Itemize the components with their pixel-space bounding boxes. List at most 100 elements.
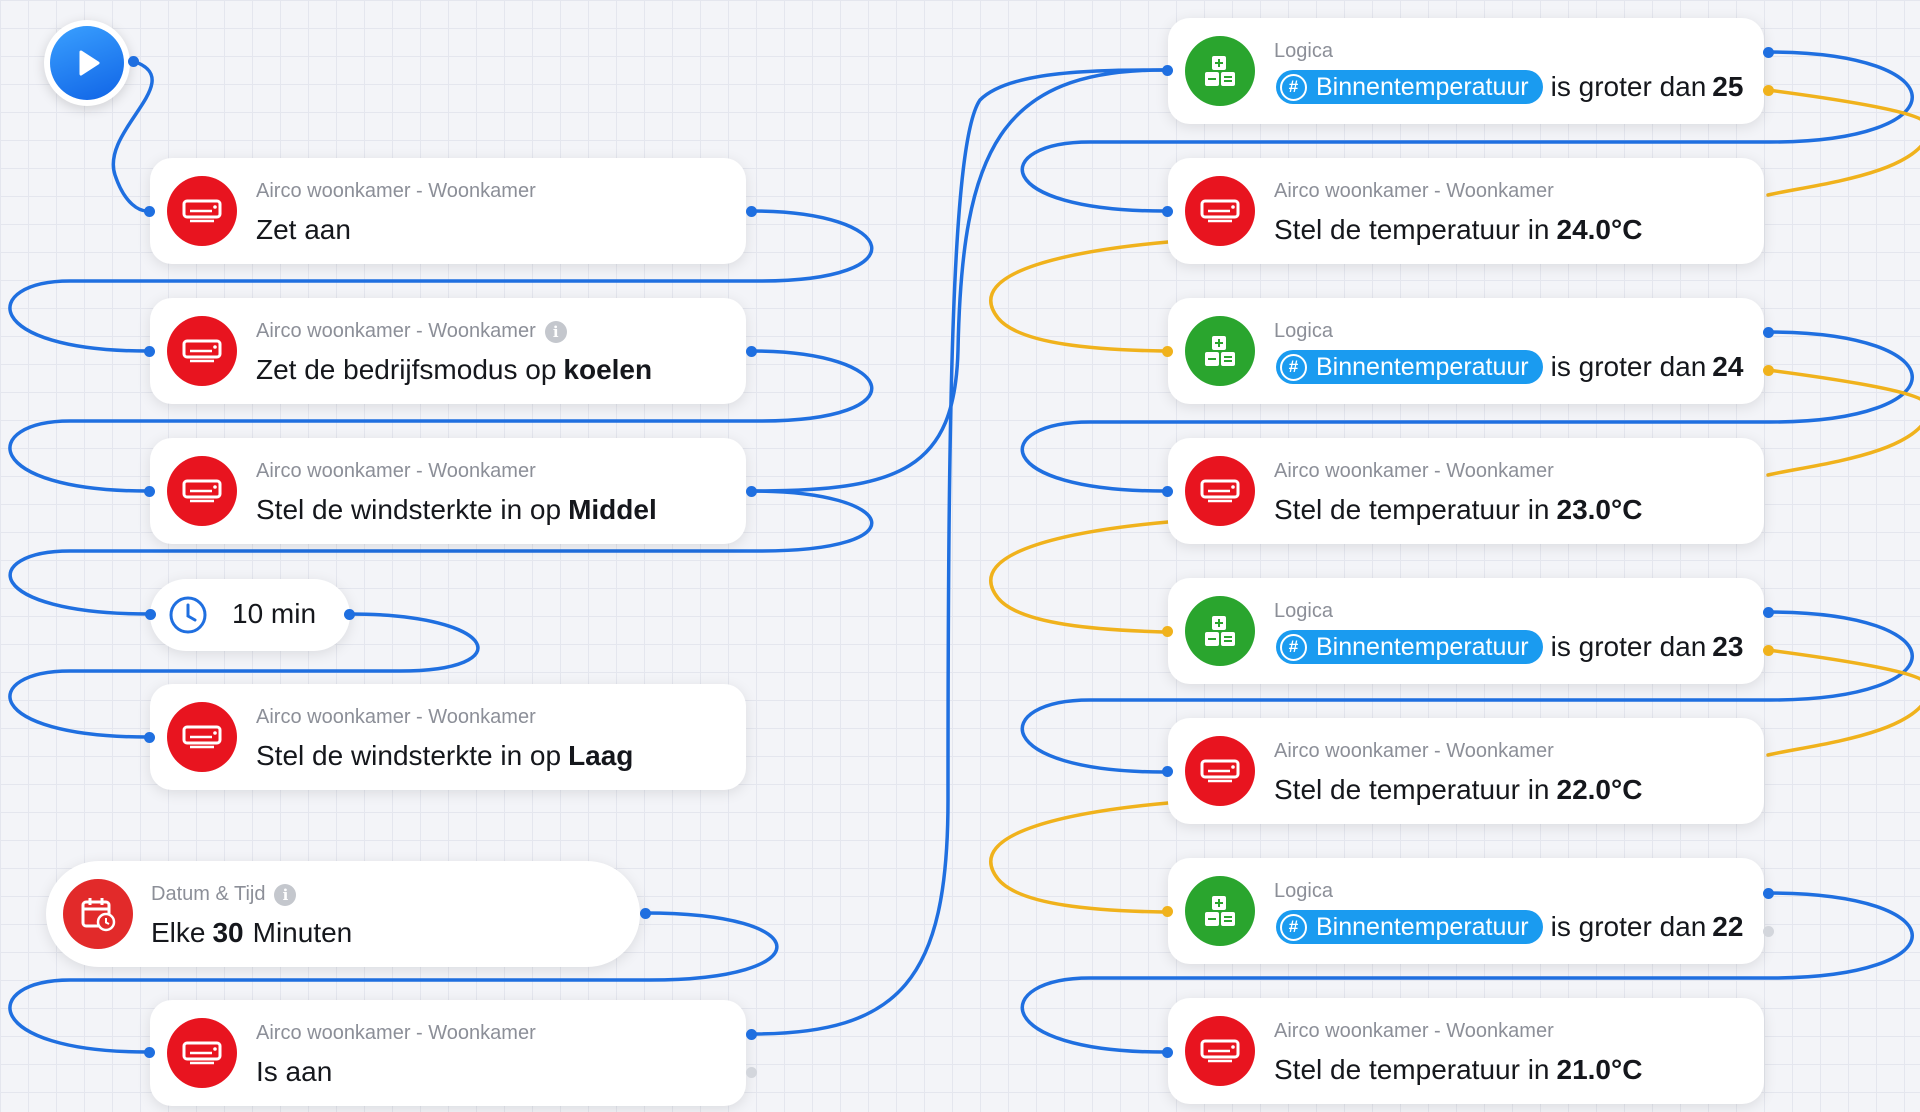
input-port[interactable] <box>1162 1047 1173 1058</box>
input-port[interactable] <box>1162 906 1173 917</box>
air-conditioner-icon <box>1185 176 1255 246</box>
air-conditioner-icon <box>167 456 237 526</box>
info-icon[interactable]: i <box>544 320 567 343</box>
node-device-label: Airco woonkamer - Woonkamer <box>1274 180 1554 202</box>
air-conditioner-icon <box>1185 1016 1255 1086</box>
input-port[interactable] <box>1162 766 1173 777</box>
action-node-turn-on[interactable]: Airco woonkamer - Woonkamer Zet aan <box>150 158 746 264</box>
start-output-port[interactable] <box>128 56 139 67</box>
output-port[interactable] <box>344 609 355 620</box>
node-type-label: Logica <box>1274 600 1333 622</box>
node-device-label: Airco woonkamer - Woonkamer <box>1274 1020 1554 1042</box>
action-node-temp-22[interactable]: Airco woonkamer - Woonkamer Stel de temp… <box>1168 718 1764 824</box>
delay-duration: 10 min <box>232 598 317 629</box>
output-port-true[interactable] <box>746 1029 757 1040</box>
output-port-true[interactable] <box>1763 888 1774 899</box>
air-conditioner-icon <box>167 1018 237 1088</box>
input-port[interactable] <box>1162 626 1173 637</box>
node-device-label: Airco woonkamer - Woonkamer <box>1274 460 1554 482</box>
action-node-temp-23[interactable]: Airco woonkamer - Woonkamer Stel de temp… <box>1168 438 1764 544</box>
node-action-text: Zet aan <box>256 214 351 245</box>
calculator-icon <box>1185 36 1255 106</box>
input-port[interactable] <box>1162 346 1173 357</box>
air-conditioner-icon <box>167 702 237 772</box>
action-node-temp-24[interactable]: Airco woonkamer - Woonkamer Stel de temp… <box>1168 158 1764 264</box>
variable-pill: #Binnentemperatuur <box>1276 630 1543 664</box>
node-type-label: Logica <box>1274 320 1333 342</box>
output-port[interactable] <box>640 908 651 919</box>
clock-icon <box>169 596 207 634</box>
air-conditioner-icon <box>167 176 237 246</box>
output-port-true[interactable] <box>1763 47 1774 58</box>
node-device-label: Airco woonkamer - Woonkamer <box>256 180 536 202</box>
hash-icon: # <box>1280 353 1307 381</box>
info-icon[interactable]: i <box>274 883 297 906</box>
input-port[interactable] <box>1162 206 1173 217</box>
variable-pill: #Binnentemperatuur <box>1276 910 1543 944</box>
output-port[interactable] <box>746 346 757 357</box>
node-device-label: Airco woonkamer - Woonkamer <box>256 706 536 728</box>
air-conditioner-icon <box>1185 456 1255 526</box>
air-conditioner-icon <box>1185 736 1255 806</box>
output-port-false[interactable] <box>1763 85 1774 96</box>
calculator-icon <box>1185 316 1255 386</box>
condition-node-is-on[interactable]: Airco woonkamer - Woonkamer Is aan <box>150 1000 746 1106</box>
action-node-fan-medium[interactable]: Airco woonkamer - Woonkamer Stel de wind… <box>150 438 746 544</box>
action-node-temp-21[interactable]: Airco woonkamer - Woonkamer Stel de temp… <box>1168 998 1764 1104</box>
variable-pill: #Binnentemperatuur <box>1276 350 1543 384</box>
input-port[interactable] <box>1162 486 1173 497</box>
output-port-true[interactable] <box>1763 327 1774 338</box>
output-port-true[interactable] <box>1763 607 1774 618</box>
variable-pill: #Binnentemperatuur <box>1276 70 1543 104</box>
delay-node[interactable]: 10 min <box>150 579 350 651</box>
node-type-label: Logica <box>1274 40 1333 62</box>
calculator-icon <box>1185 876 1255 946</box>
hash-icon: # <box>1280 73 1307 101</box>
node-action-text: Is aan <box>256 1056 333 1087</box>
input-port[interactable] <box>1162 65 1173 76</box>
input-port[interactable] <box>144 1047 155 1058</box>
output-port[interactable] <box>746 486 757 497</box>
output-port-false[interactable] <box>1763 365 1774 376</box>
output-port-false[interactable] <box>746 1067 757 1078</box>
output-port-false[interactable] <box>1763 645 1774 656</box>
input-port[interactable] <box>144 206 155 217</box>
flow-start-button[interactable] <box>44 20 130 106</box>
input-port[interactable] <box>144 732 155 743</box>
output-port-false[interactable] <box>1763 926 1774 937</box>
output-port[interactable] <box>746 206 757 217</box>
play-icon <box>79 50 100 76</box>
input-port[interactable] <box>145 609 156 620</box>
node-device-label: Airco woonkamer - Woonkamer <box>256 460 536 482</box>
air-conditioner-icon <box>167 316 237 386</box>
hash-icon: # <box>1280 913 1307 941</box>
node-device-label: Airco woonkamer - Woonkamer <box>256 1022 536 1044</box>
node-type-label: Logica <box>1274 880 1333 902</box>
action-node-fan-low[interactable]: Airco woonkamer - Woonkamer Stel de wind… <box>150 684 746 790</box>
hash-icon: # <box>1280 633 1307 661</box>
calculator-icon <box>1185 596 1255 666</box>
input-port[interactable] <box>144 346 155 357</box>
input-port[interactable] <box>144 486 155 497</box>
